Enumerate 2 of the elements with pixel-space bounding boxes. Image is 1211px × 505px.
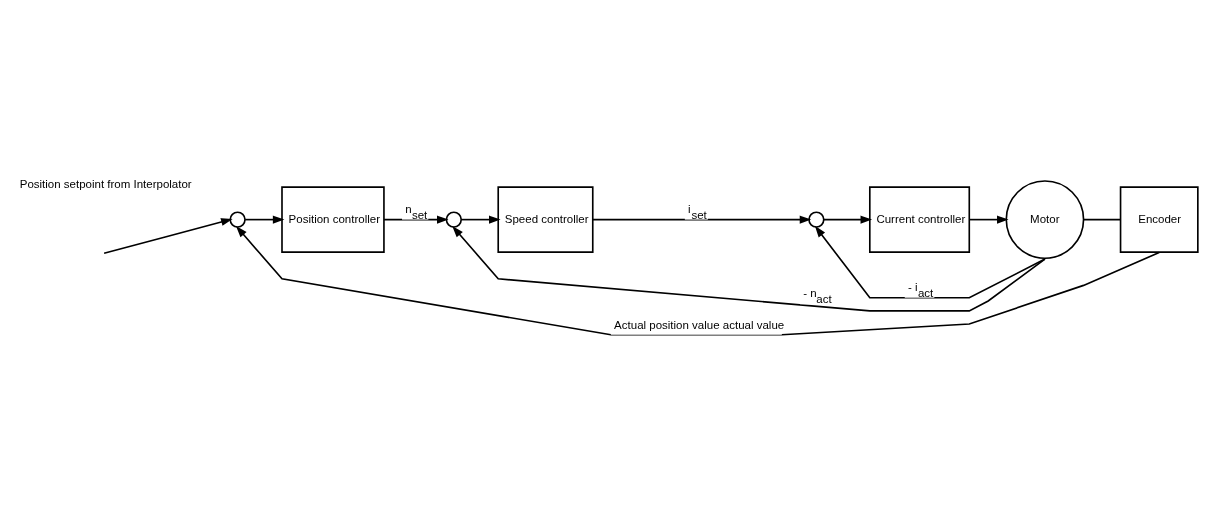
label: Position setpoint from Interpolator	[19, 178, 192, 191]
edge-label: Actual position value actual value	[614, 318, 785, 331]
